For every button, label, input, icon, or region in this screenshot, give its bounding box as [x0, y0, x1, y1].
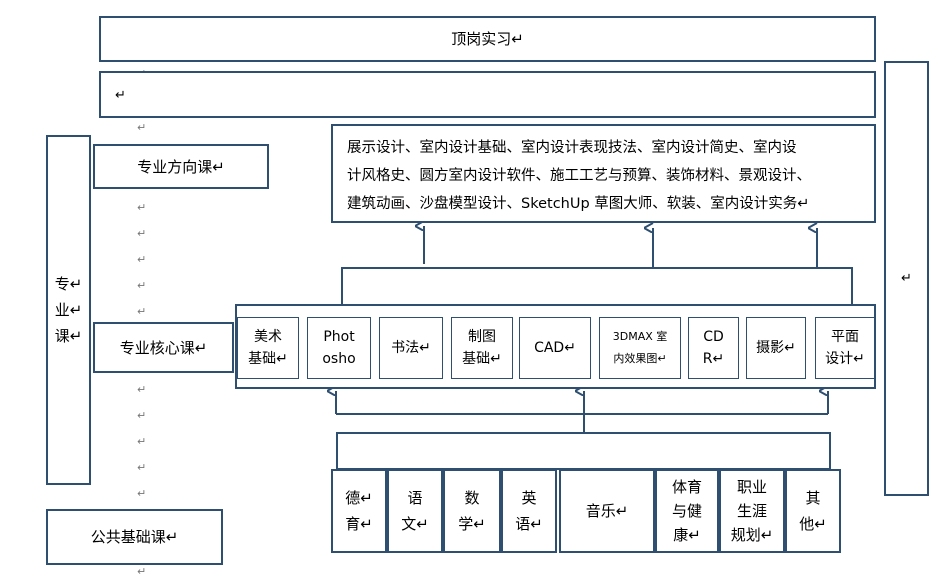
core-course-label: 设计↵ [825, 351, 865, 367]
core-course-box: 平面设计↵ [815, 317, 875, 379]
core-course-label: 美术 [254, 329, 282, 345]
public-course-label: 学↵ [458, 515, 486, 533]
direction-courses-label: 专业方向课↵ [93, 144, 269, 189]
core-course-label: 摄影↵ [756, 340, 796, 356]
public-course-label: 康↵ [673, 526, 701, 544]
paragraph-mark: ↵ [137, 121, 147, 134]
internship-bar: 顶岗实习↵ [99, 16, 876, 62]
major-char-3: 课↵ [54, 327, 83, 345]
major-char-1: 专↵ [54, 275, 83, 293]
core-course-box: Phot osho [307, 317, 371, 379]
core-course-label: 基础↵ [248, 351, 288, 367]
paragraph-mark: ↵ [137, 253, 147, 266]
paragraph-mark: ↵ [137, 201, 147, 214]
core-course-box: CAD↵ [519, 317, 591, 379]
direction-line-2: 计风格史、圆方室内设计软件、施工工艺与预算、装饰材料、景观设计、 [347, 168, 811, 184]
core-course-label: 书法↵ [391, 340, 431, 356]
public-course-label: 生涯 [736, 502, 767, 520]
paragraph-mark: ↵ [137, 305, 147, 318]
core-to-direction-bracket [341, 267, 853, 304]
public-course-box: 德↵ 育↵ [331, 469, 387, 553]
public-course-label: 数 [464, 489, 480, 507]
core-course-box: 美术基础↵ [237, 317, 299, 379]
public-course-label: 英 [521, 489, 537, 507]
core-course-box: CD R↵ [688, 317, 739, 379]
direction-line-1: 展示设计、室内设计基础、室内设计表现技法、室内设计简史、室内设 [347, 140, 797, 156]
major-char-2: 业↵ [54, 301, 83, 319]
core-course-label: CD [703, 329, 724, 345]
core-course-box: 书法↵ [379, 317, 443, 379]
public-course-label: 体育 [671, 478, 702, 496]
core-course-label: 3DMAX 室 [612, 330, 668, 343]
paragraph-mark: ↵ [137, 565, 147, 578]
public-course-box: 数学↵ [443, 469, 501, 553]
core-course-label: 内效果图↵ [613, 352, 667, 365]
paragraph-mark: ↵ [137, 227, 147, 240]
public-course-label: 语 [407, 489, 423, 507]
internship-label: 顶岗实习↵ [451, 30, 524, 48]
public-course-label: 与健 [671, 502, 702, 520]
right-side-bar: ↵ [884, 61, 929, 496]
direction-line-3: 建筑动画、沙盘模型设计、SketchUp 草图大师、软装、室内设计实务↵ [347, 196, 810, 212]
public-course-label: 德↵ [345, 489, 373, 507]
public-course-box: 体育与健康↵ [655, 469, 719, 553]
blank-bar-mark: ↵ [115, 88, 126, 103]
public-courses-label: 公共基础课↵ [46, 509, 223, 565]
public-course-box: 职业生涯规划↵ [719, 469, 785, 553]
core-course-box: 摄影↵ [746, 317, 806, 379]
public-course-box: 其他↵ [785, 469, 841, 553]
public-course-label: 文↵ [401, 515, 429, 533]
public-course-label: 语↵ [515, 515, 543, 533]
public-course-label: 音乐↵ [585, 502, 629, 520]
public-courses-bracket [336, 432, 831, 470]
public-course-label: 其 [805, 489, 821, 507]
core-course-box: 制图基础↵ [451, 317, 513, 379]
paragraph-mark: ↵ [137, 279, 147, 292]
core-course-label: R↵ [702, 351, 725, 367]
core-course-label: Phot [323, 329, 355, 345]
right-side-mark: ↵ [901, 270, 912, 286]
direction-courses-box: 展示设计、室内设计基础、室内设计表现技法、室内设计简史、室内设 计风格史、圆方室… [331, 124, 876, 223]
public-course-box: 英语↵ [501, 469, 557, 553]
public-course-label: 职业 [736, 478, 767, 496]
core-course-label: CAD↵ [534, 340, 576, 356]
public-course-label: 育↵ [345, 515, 373, 533]
paragraph-mark: ↵ [137, 487, 147, 500]
core-course-label: 平面 [831, 329, 859, 345]
core-course-box: 3DMAX 室内效果图↵ [599, 317, 681, 379]
public-course-box: 语文↵ [387, 469, 443, 553]
core-course-label: 基础↵ [462, 351, 502, 367]
paragraph-mark: ↵ [137, 435, 147, 448]
core-courses-label: 专业核心课↵ [93, 322, 234, 373]
public-course-label: 他↵ [799, 515, 827, 533]
major-courses-column: 专↵ 业↵ 课↵ [46, 135, 91, 485]
public-course-label: 规划↵ [730, 526, 774, 544]
core-course-label: 制图 [468, 329, 496, 345]
paragraph-mark: ↵ [137, 383, 147, 396]
public-course-box: 音乐↵ [559, 469, 655, 553]
core-course-label: osho [322, 351, 356, 367]
blank-bar: ↵ [99, 71, 876, 118]
paragraph-mark: ↵ [137, 409, 147, 422]
paragraph-mark: ↵ [137, 461, 147, 474]
